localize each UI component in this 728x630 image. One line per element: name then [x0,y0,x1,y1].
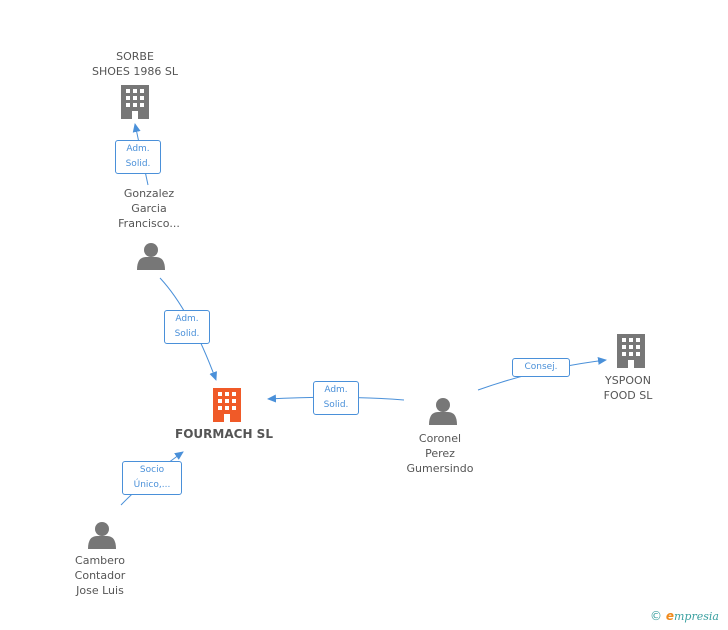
edge-label-coronel-fourmach: Adm. Solid. [313,381,359,415]
person-icon[interactable] [137,243,165,270]
person-label-cambero[interactable]: Cambero Contador Jose Luis [74,554,126,597]
building-icon[interactable] [121,85,149,119]
edge-label-coronel-yspoon: Consej. [512,358,570,377]
company-label-yspoon[interactable]: YSPOON FOOD SL [603,374,653,402]
brand-e-logo: e [665,609,674,623]
copyright-brand: © empresia [650,609,719,623]
building-icon[interactable] [617,334,645,368]
company-label-fourmach[interactable]: FOURMACH SL [175,427,273,441]
edge-label-gonzalez-fourmach: Adm. Solid. [164,310,210,344]
person-icon[interactable] [429,398,457,425]
copyright-symbol: © [650,609,662,623]
company-label-sorbe[interactable]: SORBE SHOES 1986 SL [92,50,178,78]
main-company-building-icon[interactable] [213,388,241,422]
edge-label-gonzalez-sorbe: Adm. Solid. [115,140,161,174]
brand-name: mpresia [673,610,719,623]
edge-label-cambero-fourmach: Socio Único,... [122,461,182,495]
person-label-coronel[interactable]: Coronel Perez Gumersindo [406,432,474,475]
person-label-gonzalez[interactable]: Gonzalez Garcia Francisco... [118,187,180,230]
person-icon[interactable] [88,522,116,549]
